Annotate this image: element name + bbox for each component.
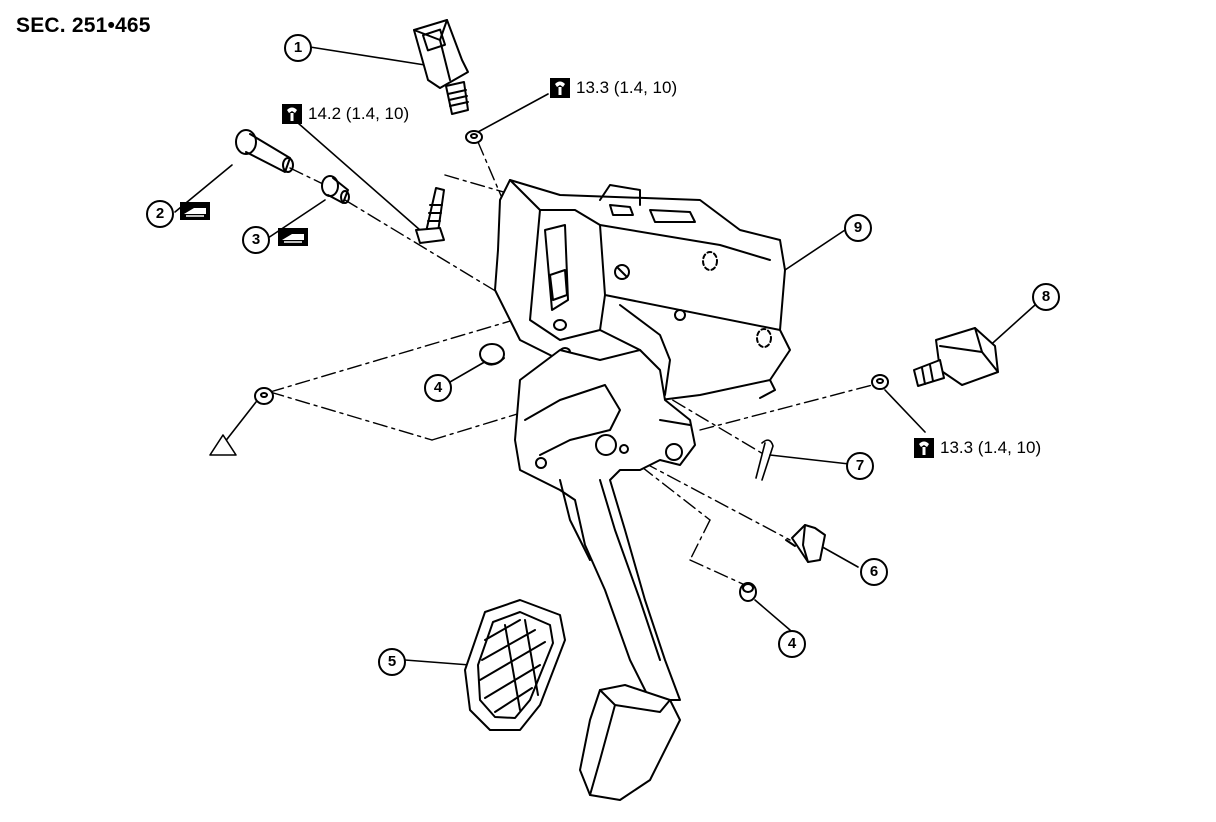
torque-spec-ascd: 13.3 (1.4, 10) <box>914 438 1041 458</box>
brake-pedal-arm <box>514 349 696 701</box>
callout-8: 8 <box>1032 283 1060 311</box>
snap-clip <box>785 524 826 563</box>
cotter-pin <box>755 439 774 481</box>
stop-lamp-switch <box>413 19 469 115</box>
pedal-foot-plate <box>579 684 681 801</box>
ascd-nut <box>871 374 889 390</box>
torque-value: 13.3 (1.4, 10) <box>576 78 678 97</box>
callout-2: 2 <box>146 200 174 228</box>
leader-lines <box>174 46 1036 666</box>
stud-bolt <box>415 187 445 244</box>
stopper-rubber-lower <box>739 582 757 602</box>
pedal-bracket <box>494 179 791 401</box>
callout-4-upper: 4 <box>424 374 452 402</box>
torque-spec-switch: 13.3 (1.4, 10) <box>550 78 677 98</box>
callout-7: 7 <box>846 452 874 480</box>
clevis-pin-short <box>321 175 350 204</box>
torque-spec-stud: 14.2 (1.4, 10) <box>282 104 409 124</box>
torque-wrench-icon <box>282 104 302 124</box>
stopper-rubber-upper <box>479 343 505 366</box>
bracket-nut <box>254 387 274 405</box>
callout-4-lower: 4 <box>778 630 806 658</box>
torque-value: 13.3 (1.4, 10) <box>940 438 1042 457</box>
torque-wrench-icon <box>914 438 934 458</box>
section-code: SEC. 251•465 <box>16 14 151 37</box>
switch-nut <box>465 130 483 144</box>
callout-5: 5 <box>378 648 406 676</box>
callout-1: 1 <box>284 34 312 62</box>
pedal-pad <box>464 599 566 731</box>
callout-3: 3 <box>242 226 270 254</box>
triangle-marker-icon <box>209 434 237 456</box>
grease-icon <box>278 228 308 246</box>
callout-9: 9 <box>844 214 872 242</box>
ascd-switch <box>913 327 999 387</box>
grease-icon <box>180 202 210 220</box>
callout-6: 6 <box>860 558 888 586</box>
torque-value: 14.2 (1.4, 10) <box>308 104 410 123</box>
clevis-pin-long <box>235 129 294 173</box>
torque-wrench-icon <box>550 78 570 98</box>
